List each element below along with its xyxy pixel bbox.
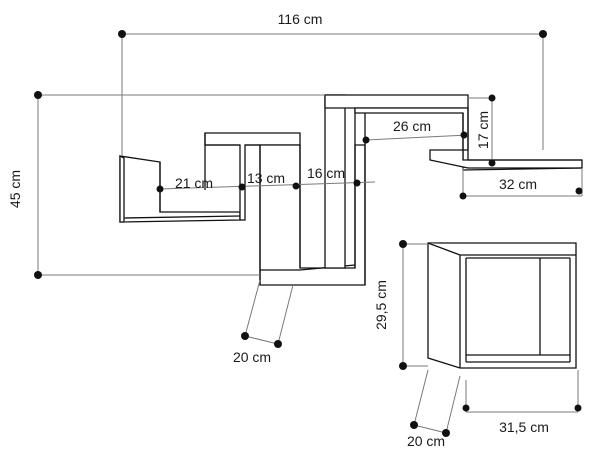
dim-dot [539, 30, 547, 38]
top-shelf-lid [324, 94, 469, 109]
label-cube-depth: 20 cm [407, 433, 445, 449]
label-second-step: 13 cm [247, 170, 285, 186]
label-total-width: 116 cm [278, 11, 323, 27]
label-cube-height: 29,5 cm [373, 280, 389, 330]
label-top-shelf-height: 17 cm [475, 111, 491, 149]
cube-outer [427, 242, 577, 369]
label-right-shelf-width: 32 cm [499, 176, 537, 192]
left-shelf-side [119, 154, 125, 223]
lower-middle-shelf [245, 144, 366, 286]
label-left-shelf-width: 21 cm [175, 175, 213, 191]
cube-shelf [427, 242, 577, 369]
right-shelf [429, 149, 583, 169]
middle-column [324, 94, 346, 269]
dimension-lines [34, 30, 583, 437]
dimension-labels: 116 cm 45 cm 21 cm 13 cm 16 cm 26 cm 17 … [7, 11, 549, 449]
label-total-height: 45 cm [7, 170, 23, 208]
dim-dot [118, 30, 126, 38]
label-third-step: 16 cm [307, 165, 345, 181]
label-cube-width: 31,5 cm [499, 419, 549, 435]
label-main-depth: 20 cm [233, 349, 271, 365]
zigzag-shelf [119, 94, 583, 286]
label-top-shelf-width: 26 cm [393, 118, 431, 134]
